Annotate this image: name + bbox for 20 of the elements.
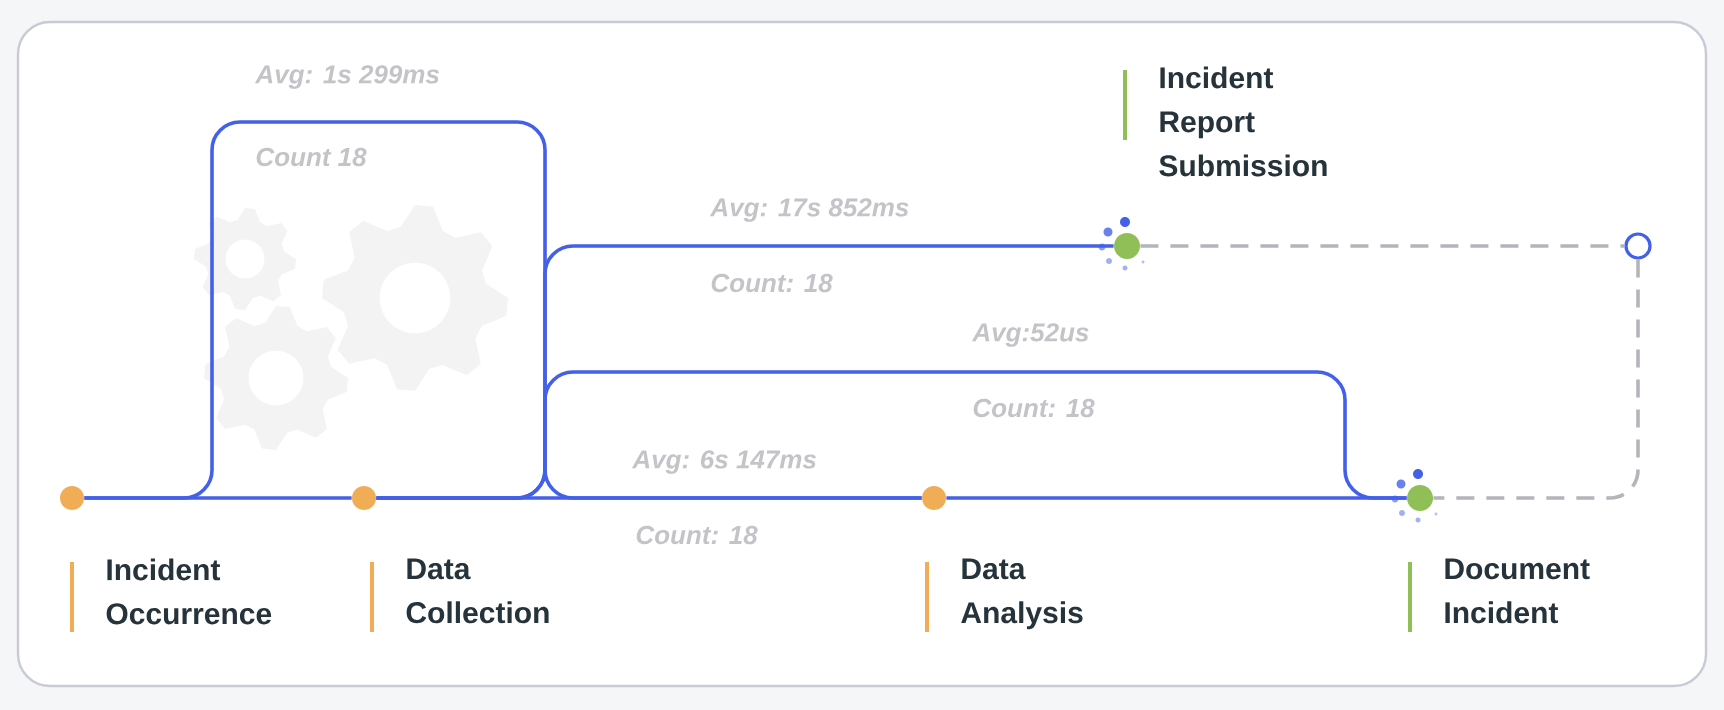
- step-dot: [352, 486, 376, 510]
- step-label: Data Analysis: [925, 558, 1083, 632]
- connector: [1140, 244, 1625, 248]
- count-label: Count: 18: [636, 525, 758, 545]
- edge-label: Avg: 6s 147ms: [631, 450, 816, 474]
- step-dot: [1624, 232, 1652, 260]
- step-label: Data Collection: [370, 558, 549, 632]
- count-label: Count: 18: [973, 398, 1095, 418]
- step-label: Incident Report Submission: [1123, 66, 1327, 177]
- step-dot: [922, 486, 946, 510]
- count-label: Count: 18: [711, 273, 833, 293]
- step-label: Incident Occurrence: [70, 558, 272, 632]
- count-label: Count 18: [256, 147, 367, 167]
- edge-label: Avg: 1s 299ms: [254, 65, 439, 89]
- edge-label: Avg: 17s 852ms: [709, 198, 909, 222]
- connector: [1433, 259, 1640, 500]
- edge-label: Avg:52us: [971, 323, 1089, 347]
- step-label: Document Incident: [1408, 558, 1590, 632]
- step-dot: [60, 486, 84, 510]
- connector: [946, 496, 1407, 500]
